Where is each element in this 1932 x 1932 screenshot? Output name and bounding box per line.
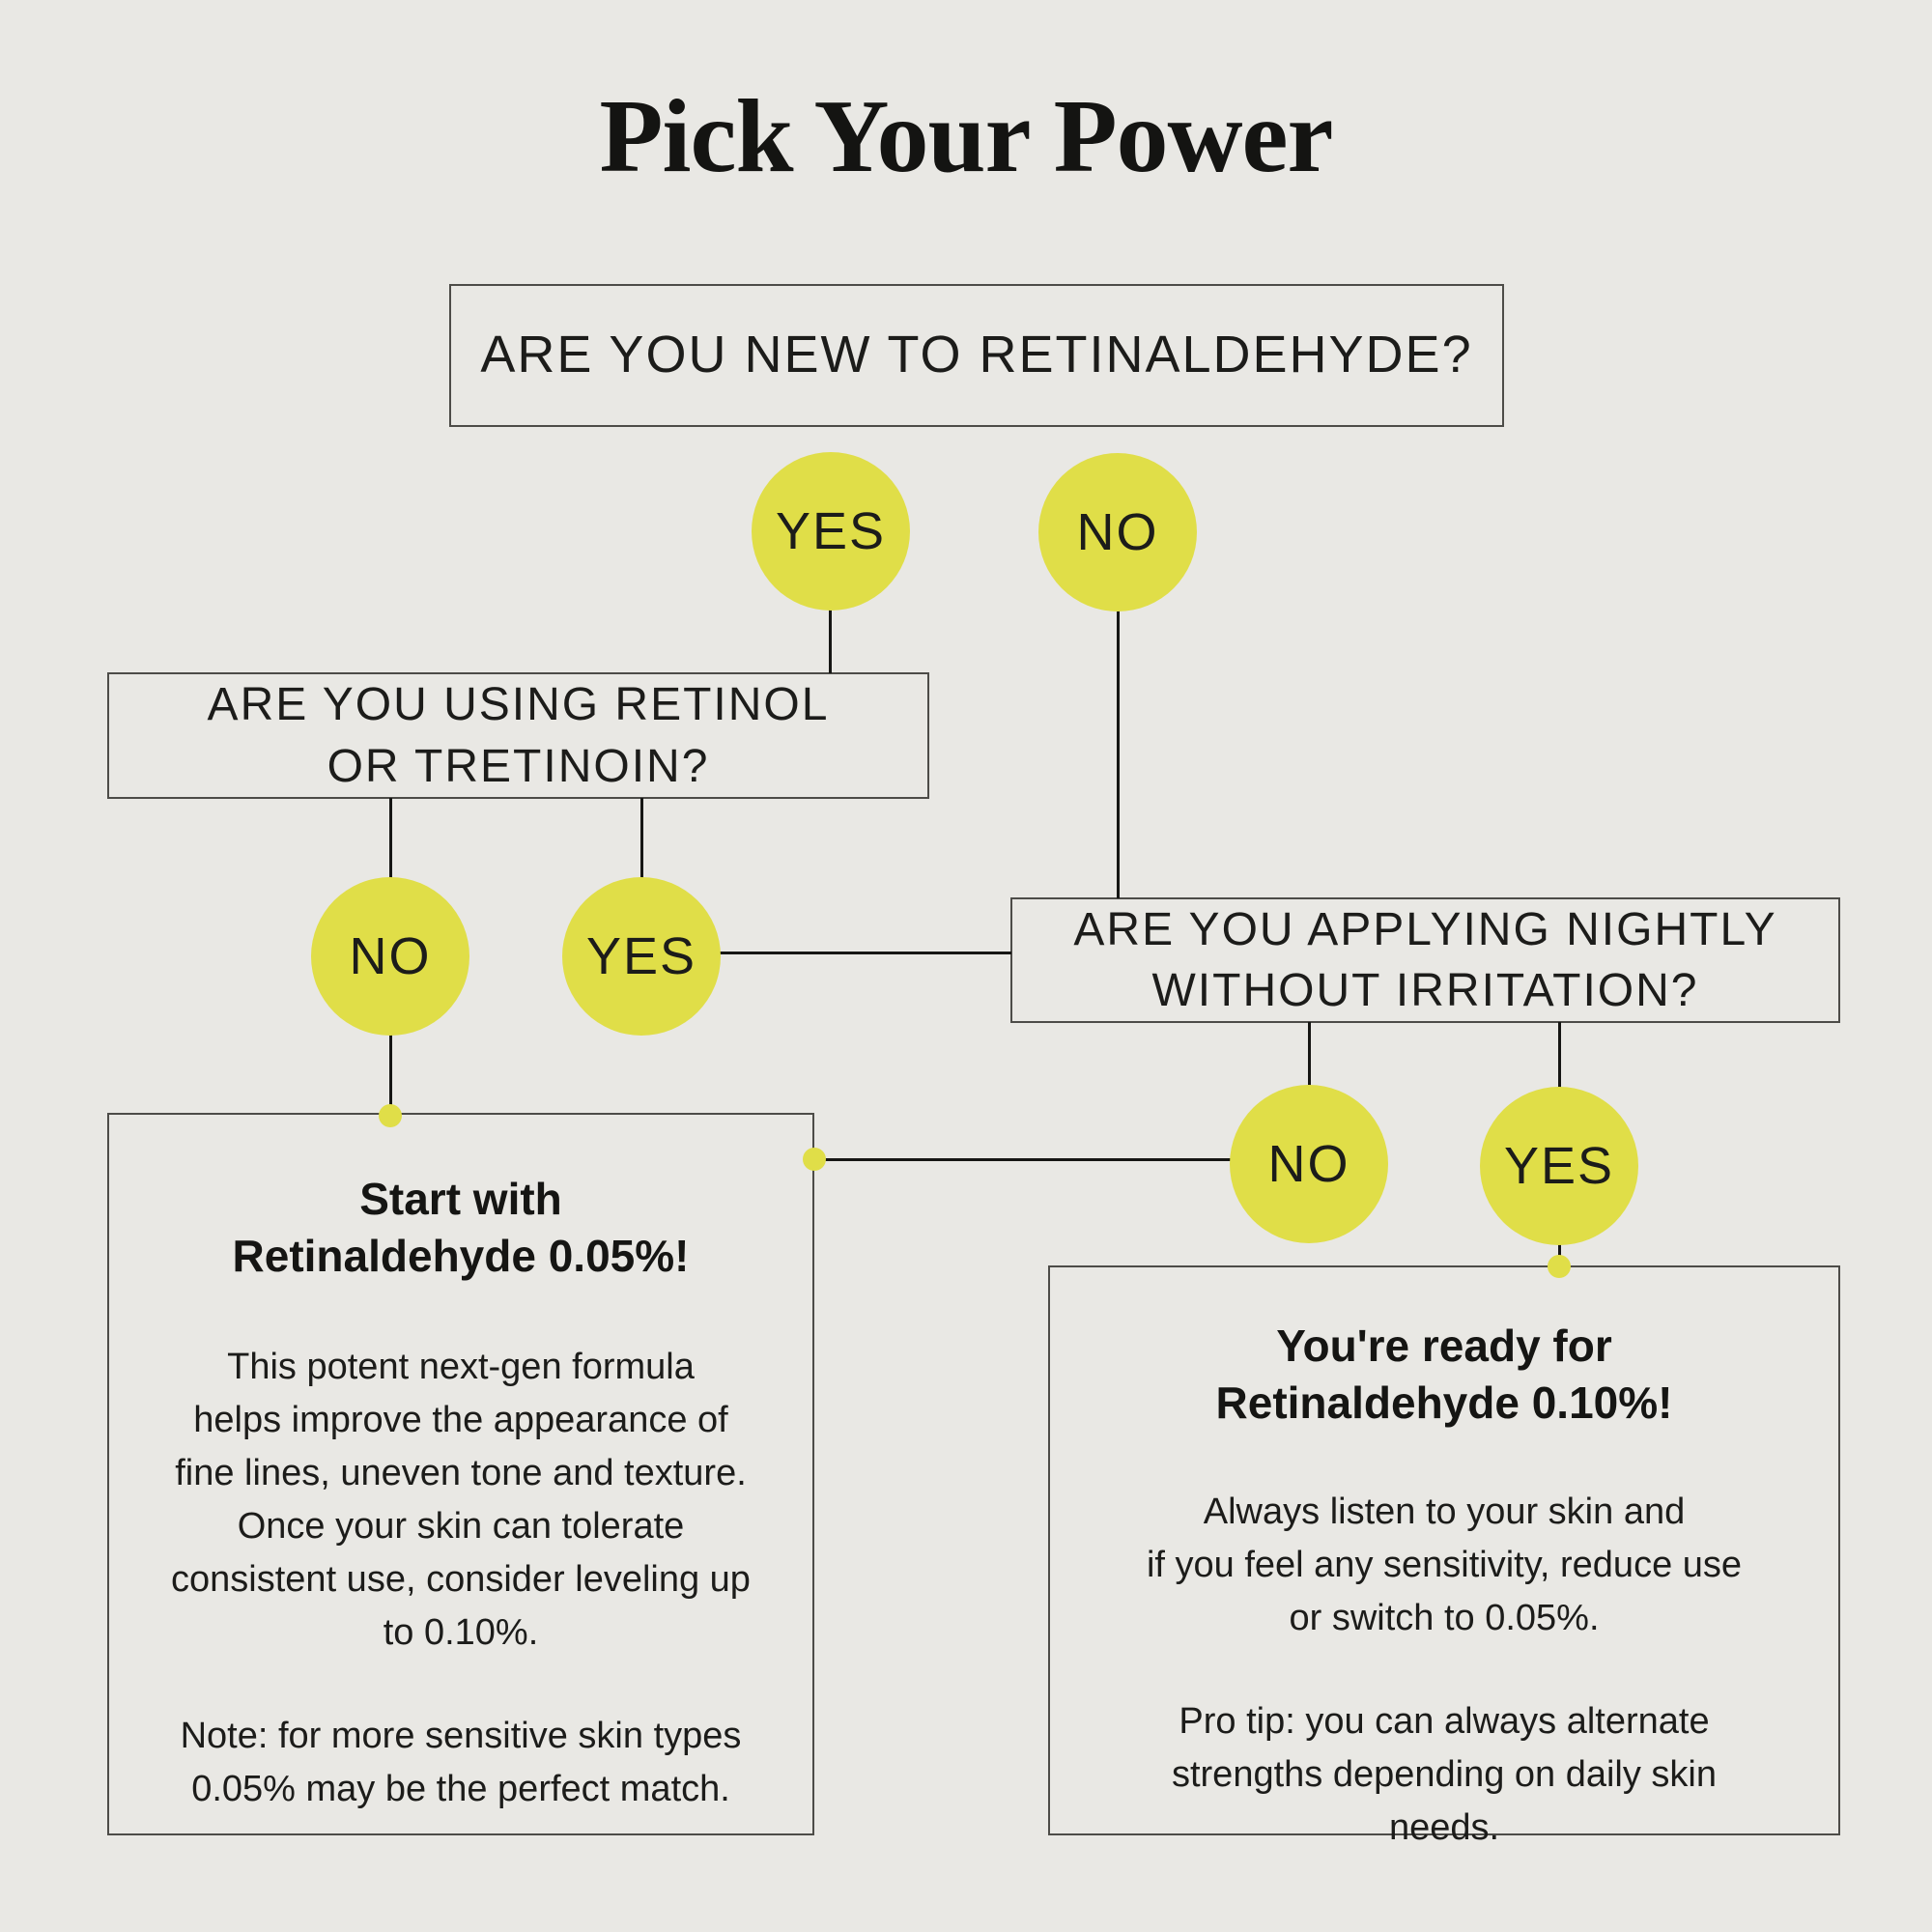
answer-bubble-q2-no: NO bbox=[311, 877, 469, 1036]
connector-q2no-to-result005 bbox=[389, 1034, 392, 1117]
result-description-010: Always listen to your skin and if you fe… bbox=[1146, 1491, 1743, 1638]
answer-label-q3-yes: YES bbox=[1503, 1137, 1615, 1195]
result-box-retinaldehyde-010: You're ready for Retinaldehyde 0.10%! Al… bbox=[1048, 1265, 1840, 1848]
connector-q1no-to-q3 bbox=[1117, 605, 1120, 898]
question-label-nightly-without-irritation: ARE YOU APPLYING NIGHTLY WITHOUT IRRITAT… bbox=[1073, 903, 1777, 1016]
page-title: Pick Your Power bbox=[599, 79, 1334, 194]
question-label-retinol-or-tretinoin: ARE YOU USING RETINOL OR TRETINOIN? bbox=[207, 679, 830, 792]
junction-dot-result005-right bbox=[803, 1148, 826, 1171]
connector-q3no-to-result005 bbox=[814, 1158, 1232, 1161]
junction-dot-result010-top bbox=[1548, 1255, 1571, 1278]
connector-q2yes-to-q3 bbox=[720, 952, 1011, 954]
result-protip-010: Pro tip: you can always alternate streng… bbox=[1171, 1701, 1718, 1849]
answer-bubble-q1-no: NO bbox=[1038, 453, 1197, 611]
connector-q2-to-yes bbox=[640, 798, 643, 880]
answer-bubble-q1-yes: YES bbox=[752, 452, 910, 611]
question-box-nightly-without-irritation: ARE YOU APPLYING NIGHTLY WITHOUT IRRITAT… bbox=[1010, 897, 1840, 1023]
answer-bubble-q3-no: NO bbox=[1230, 1085, 1388, 1243]
connector-q3-to-yes bbox=[1558, 1022, 1561, 1090]
result-heading-010: You're ready for Retinaldehyde 0.10%! bbox=[1215, 1321, 1673, 1428]
answer-label-q3-no: NO bbox=[1267, 1135, 1350, 1193]
answer-label-q1-yes: YES bbox=[775, 502, 887, 560]
question-box-new-to-retinaldehyde: ARE YOU NEW TO RETINALDEHYDE? bbox=[449, 284, 1504, 427]
result-box-retinaldehyde-005: Start with Retinaldehyde 0.05%! This pot… bbox=[107, 1113, 814, 1835]
result-description-005: This potent next-gen formula helps impro… bbox=[171, 1346, 751, 1654]
answer-label-q2-no: NO bbox=[349, 927, 432, 985]
connector-q2-to-no bbox=[389, 798, 392, 880]
result-note-005: Note: for more sensitive skin types 0.05… bbox=[180, 1716, 742, 1810]
question-label-new-to-retinaldehyde: ARE YOU NEW TO RETINALDEHYDE? bbox=[480, 326, 1473, 384]
connector-q3-to-no bbox=[1308, 1022, 1311, 1088]
answer-bubble-q3-yes: YES bbox=[1480, 1087, 1638, 1245]
question-box-retinol-or-tretinoin: ARE YOU USING RETINOL OR TRETINOIN? bbox=[107, 672, 929, 799]
connector-q1yes-to-q2 bbox=[829, 604, 832, 673]
junction-dot-result005-top bbox=[379, 1104, 402, 1127]
answer-bubble-q2-yes: YES bbox=[562, 877, 721, 1036]
answer-label-q2-yes: YES bbox=[585, 927, 697, 985]
answer-label-q1-no: NO bbox=[1076, 503, 1159, 561]
result-heading-005: Start with Retinaldehyde 0.05%! bbox=[232, 1174, 690, 1281]
